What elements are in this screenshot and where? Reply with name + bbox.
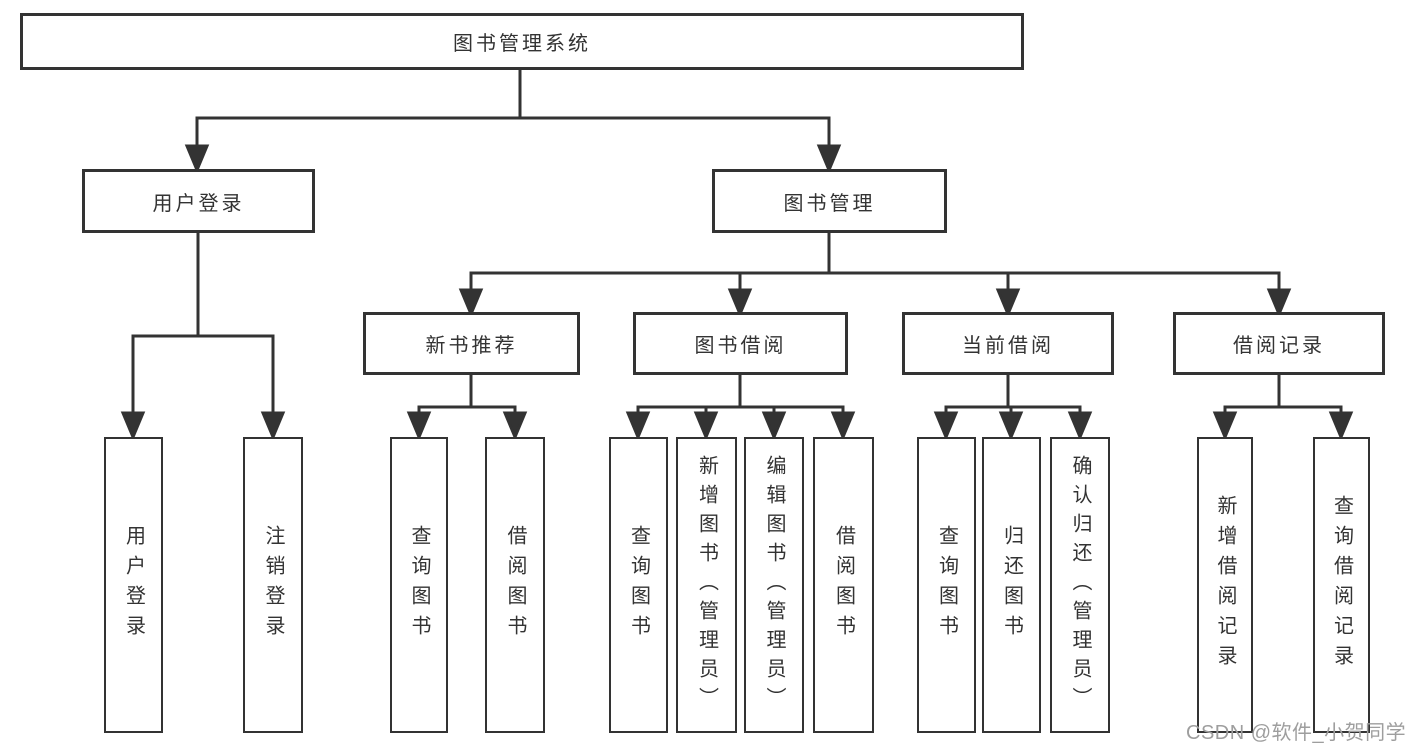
leaf-confirm-return-admin-label: 确认归还（管理员） [1069, 454, 1091, 716]
node-root: 图书管理系统 [20, 13, 1024, 70]
csdn-watermark: CSDN @软件_小贺同学 [1186, 722, 1405, 744]
leaf-logout-label: 注销登录 [262, 525, 284, 645]
leaf-query-books-current: 查询图书 [917, 437, 976, 733]
leaf-edit-book-admin: 编辑图书（管理员） [744, 437, 804, 733]
leaf-user-login-label: 用户登录 [122, 525, 145, 645]
leaf-query-books-borrow-label: 查询图书 [627, 525, 650, 645]
connector-currentborrow-to-leaves [933, 372, 1093, 441]
leaf-return-book: 归还图书 [982, 437, 1041, 733]
leaf-add-book-admin-label: 新增图书（管理员） [695, 454, 718, 716]
node-user-login-label: 用户登录 [152, 192, 245, 215]
connector-borrowrecords-to-leaves [1212, 372, 1354, 441]
leaf-confirm-return-admin: 确认归还（管理员） [1050, 437, 1110, 733]
leaf-add-borrow-record-label: 新增借阅记录 [1214, 495, 1236, 675]
leaf-logout: 注销登录 [243, 437, 303, 733]
node-book-management-label: 图书管理 [783, 192, 876, 215]
leaf-add-borrow-record: 新增借阅记录 [1197, 437, 1253, 733]
leaf-user-login: 用户登录 [104, 437, 163, 733]
leaf-query-books-recommend-label: 查询图书 [408, 525, 430, 645]
node-book-borrow-label: 图书借阅 [694, 335, 787, 357]
leaf-query-borrow-record: 查询借阅记录 [1313, 437, 1370, 733]
node-borrow-records-label: 借阅记录 [1233, 335, 1325, 357]
node-book-borrow: 图书借阅 [633, 312, 848, 375]
leaf-query-borrow-record-label: 查询借阅记录 [1330, 495, 1353, 675]
leaf-add-book-admin: 新增图书（管理员） [676, 437, 737, 733]
node-current-borrow-label: 当前借阅 [962, 335, 1054, 357]
leaf-borrow-books-recommend-label: 借阅图书 [504, 525, 526, 645]
node-book-management: 图书管理 [712, 169, 947, 233]
leaf-query-books-recommend: 查询图书 [390, 437, 448, 733]
node-borrow-records: 借阅记录 [1173, 312, 1385, 375]
node-user-login: 用户登录 [82, 169, 315, 233]
leaf-query-books-current-label: 查询图书 [935, 525, 958, 645]
leaf-query-books-borrow: 查询图书 [609, 437, 668, 733]
node-new-book-recommend-label: 新书推荐 [425, 335, 518, 357]
leaf-borrow-books-recommend: 借阅图书 [485, 437, 545, 733]
connector-newbooks-to-leaves [406, 372, 528, 441]
leaf-borrow-books: 借阅图书 [813, 437, 874, 733]
connector-userlogin-to-leaves [120, 230, 286, 441]
node-current-borrow: 当前借阅 [902, 312, 1114, 375]
connector-bookmgmt-to-level3 [458, 230, 1292, 318]
connector-root-to-level2 [184, 66, 842, 174]
node-root-label: 图书管理系统 [453, 33, 591, 55]
node-new-book-recommend: 新书推荐 [363, 312, 580, 375]
leaf-edit-book-admin-label: 编辑图书（管理员） [763, 454, 785, 716]
leaf-borrow-books-label: 借阅图书 [832, 525, 855, 645]
leaf-return-book-label: 归还图书 [1000, 525, 1023, 645]
connector-bookborrow-to-leaves [625, 372, 856, 441]
